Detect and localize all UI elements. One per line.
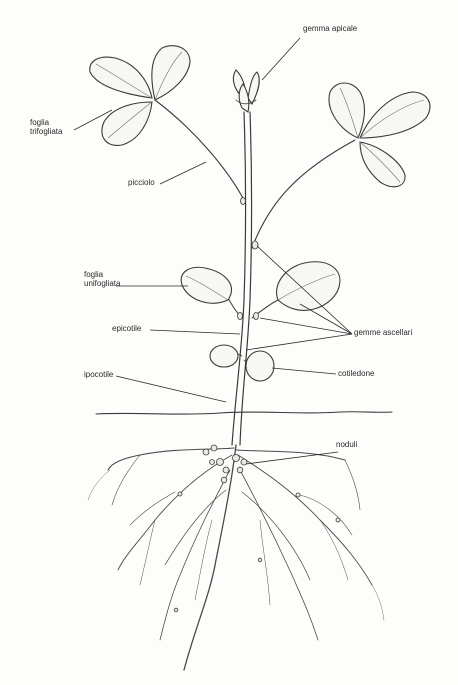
label-gemme-ascellari: gemme ascellari	[354, 328, 412, 337]
axillary-buds	[238, 198, 259, 320]
trifoliate-leaf-left	[90, 46, 190, 146]
root-nodules	[174, 445, 340, 612]
leader-epicotile	[150, 330, 240, 334]
label-foglia-unifogliata-line2: unifogliata	[84, 279, 120, 288]
soil-line	[96, 412, 392, 414]
label-picciolo-text: picciolo	[128, 178, 155, 187]
label-ipocotile-text: ipocotile	[84, 370, 113, 379]
main-stem	[232, 112, 252, 445]
leader-noduli	[246, 452, 338, 464]
label-foglia-unifogliata: foglia unifogliata	[84, 270, 120, 288]
leader-ipocotile	[116, 376, 226, 402]
leader-gemma-apicale	[262, 38, 300, 80]
leader-lines	[74, 38, 352, 464]
label-gemma-apicale-text: gemma apicale	[303, 24, 357, 33]
unifoliate-leaf-right	[252, 262, 340, 318]
label-noduli: noduli	[336, 440, 357, 449]
label-foglia-trifogliata-line2: trifogliata	[30, 127, 62, 136]
leader-gemme-ascellari-4	[246, 334, 352, 350]
trifoliate-leaf-right	[329, 83, 430, 187]
label-foglia-unifogliata-line1: foglia	[84, 270, 120, 279]
label-epicotile: epicotile	[112, 324, 141, 333]
petiole-right	[252, 140, 355, 248]
leader-picciolo	[160, 162, 206, 184]
petiole-left	[155, 100, 244, 200]
label-gemme-ascellari-text: gemme ascellari	[354, 328, 412, 337]
label-cotiledone: cotiledone	[338, 369, 374, 378]
unifoliate-leaf-left	[181, 267, 242, 318]
root-system	[88, 445, 384, 670]
label-cotiledone-text: cotiledone	[338, 369, 374, 378]
leader-cotiledone	[272, 368, 336, 374]
label-epicotile-text: epicotile	[112, 324, 141, 333]
label-picciolo: picciolo	[128, 178, 155, 187]
label-noduli-text: noduli	[336, 440, 357, 449]
label-foglia-trifogliata: foglia trifogliata	[30, 118, 62, 136]
cotyledons	[210, 345, 274, 381]
apical-bud	[233, 70, 259, 112]
label-foglia-trifogliata-line1: foglia	[30, 118, 62, 127]
label-ipocotile: ipocotile	[84, 370, 113, 379]
label-gemma-apicale: gemma apicale	[303, 24, 357, 33]
